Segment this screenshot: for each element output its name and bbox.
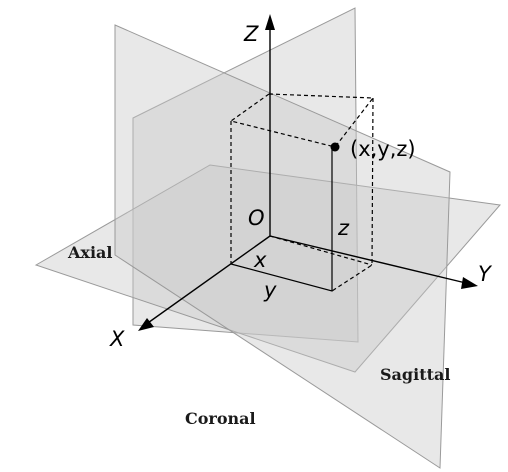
- y-axis-line: [269, 235, 471, 285]
- sagittal-plane: [132, 7, 359, 343]
- projection-box-dashed-edges: [229, 93, 375, 292]
- z-axis-arrowhead: [265, 14, 275, 30]
- coronal-plane: [114, 24, 451, 469]
- y-axis-label: Y: [478, 262, 493, 286]
- y-axis-arrowhead: [461, 277, 478, 289]
- point-label: (x,y,z): [350, 137, 416, 161]
- x-component-label: x: [253, 248, 267, 272]
- point-marker: [330, 142, 340, 152]
- x-axis-label: X: [109, 327, 125, 351]
- z-component-label: z: [337, 216, 350, 240]
- axial-plane: [34, 164, 501, 373]
- x-axis-line: [144, 235, 271, 326]
- coronal-label: Coronal: [185, 409, 256, 428]
- z-axis-label: Z: [243, 22, 259, 46]
- projection-box-solid-edges: [230, 147, 333, 292]
- y-component-label: y: [263, 278, 277, 302]
- sagittal-label: Sagittal: [380, 365, 450, 384]
- x-axis-arrowhead: [138, 318, 154, 331]
- origin-label: O: [248, 206, 265, 230]
- axial-label: Axial: [67, 243, 112, 262]
